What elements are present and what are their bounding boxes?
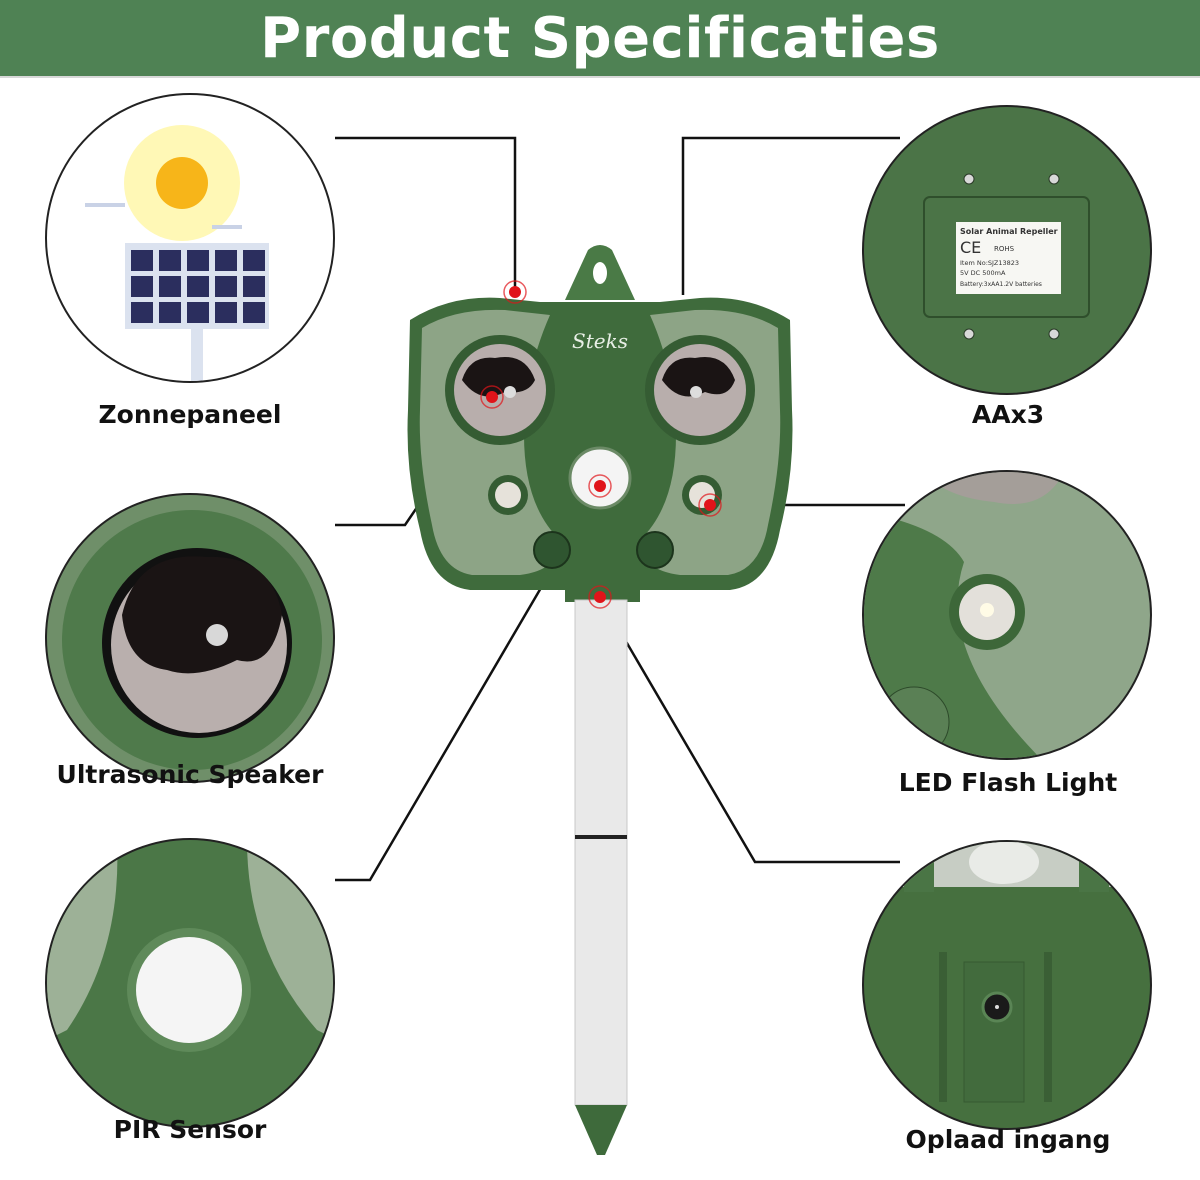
- label-charging-port: Oplaad ingang: [905, 1125, 1111, 1154]
- charging-port-icon: [864, 842, 1150, 1103]
- page-title: Product Specificaties: [260, 5, 940, 71]
- solar-panel-icon: [85, 125, 269, 381]
- label-led-flash-light: LED Flash Light: [898, 768, 1118, 797]
- feature-charging-port: [862, 840, 1152, 1130]
- page-header: Product Specificaties: [0, 0, 1200, 78]
- feature-solar-panel: [45, 93, 335, 383]
- feature-pir-sensor: [45, 838, 335, 1128]
- feature-led-flash-light: [862, 470, 1152, 760]
- brand-logo: Steks: [572, 329, 628, 353]
- svg-text:5V DC 500mA: 5V DC 500mA: [960, 269, 1006, 277]
- feature-battery-compartment: Solar Animal Repeller CE ROHS Item No:SJ…: [862, 105, 1152, 395]
- svg-text:Solar Animal Repeller: Solar Animal Repeller: [960, 227, 1058, 236]
- svg-text:ROHS: ROHS: [994, 245, 1015, 253]
- battery-compartment-icon: Solar Animal Repeller CE ROHS Item No:SJ…: [923, 173, 1090, 340]
- label-ultrasonic-speaker: Ultrasonic Speaker: [56, 760, 324, 789]
- label-solar-panel: Zonnepaneel: [98, 400, 282, 429]
- svg-text:CE: CE: [960, 238, 981, 257]
- speaker-icon: [62, 510, 322, 770]
- led-light-icon: [864, 472, 1064, 758]
- svg-text:Item No:SJZ13823: Item No:SJZ13823: [960, 259, 1019, 267]
- label-battery: AAx3: [971, 400, 1045, 429]
- label-pir-sensor: PIR Sensor: [113, 1115, 267, 1144]
- animal-repeller-device: Steks: [407, 245, 793, 1155]
- svg-text:Battery:3xAA1.2V batteries: Battery:3xAA1.2V batteries: [960, 281, 1042, 288]
- feature-ultrasonic-speaker: [45, 493, 335, 783]
- motion-sensor-icon: [47, 840, 333, 1052]
